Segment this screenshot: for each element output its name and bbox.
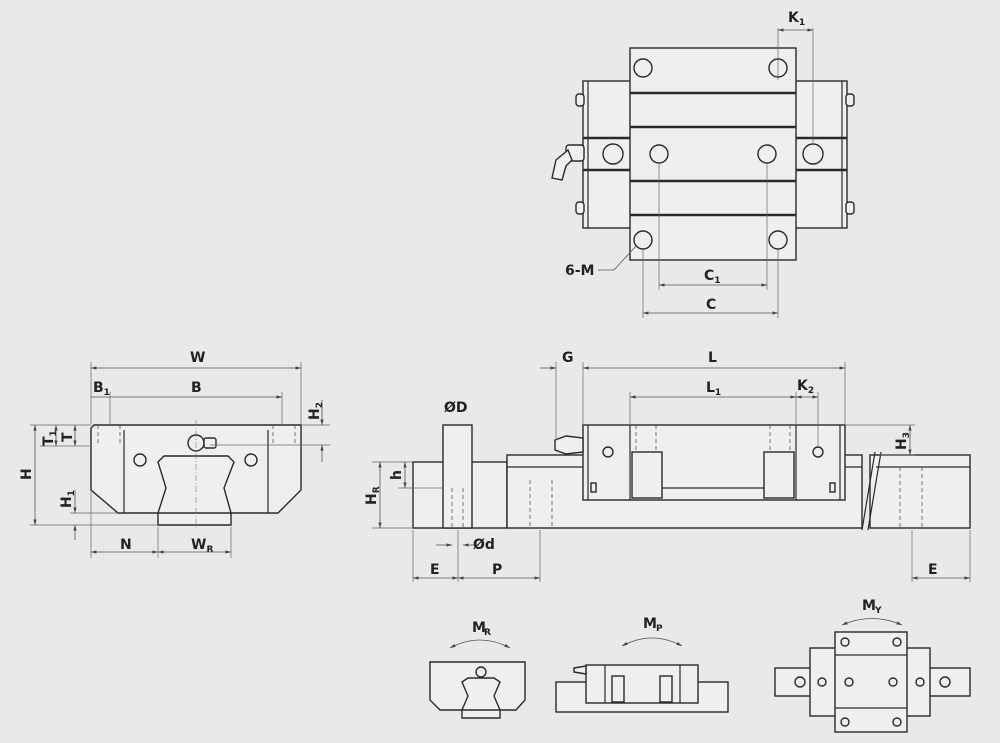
svg-text:M: M <box>472 620 486 636</box>
dim-P: P <box>492 562 502 578</box>
dim-W: W <box>190 350 205 366</box>
svg-text:Y: Y <box>874 606 882 616</box>
dim-T1: T1 <box>41 430 59 446</box>
svg-text:P: P <box>656 624 663 634</box>
dim-K1: K1 <box>788 10 805 28</box>
dim-H3: H3 <box>894 432 912 450</box>
dim-Od: Ød <box>473 537 495 553</box>
moment-roll-diagram: MR <box>429 620 526 719</box>
dim-E: E <box>430 562 440 578</box>
dim-N: N <box>120 537 132 553</box>
dim-H: H <box>19 468 35 480</box>
dim-OD: ØD <box>444 400 468 416</box>
dim-h: h <box>389 470 405 480</box>
svg-text:M: M <box>643 616 657 632</box>
dim-H2: H2 <box>307 402 325 420</box>
dim-K2: K2 <box>797 378 814 396</box>
dim-C: C <box>706 297 716 313</box>
dim-B1: B1 <box>93 380 110 398</box>
dim-B: B <box>191 380 202 396</box>
front-view: W B1 B H2 T1 T H H1 N WR <box>19 350 330 558</box>
dim-WR: WR <box>191 537 213 555</box>
dim-T: T <box>60 432 76 442</box>
dim-C1: C1 <box>704 268 721 286</box>
dim-HR: HR <box>364 486 382 505</box>
label-6-M: 6-M <box>565 263 594 279</box>
dim-L: L <box>708 350 717 366</box>
dim-H1: H1 <box>59 490 77 508</box>
dim-L1: L1 <box>706 380 721 398</box>
svg-text:R: R <box>484 628 491 638</box>
svg-text:M: M <box>862 598 876 614</box>
grease-nipple-icon <box>551 144 585 181</box>
top-view: K1 C1 C 6-M <box>551 10 855 318</box>
dim-E-right: E <box>928 562 938 578</box>
dim-G: G <box>562 350 574 366</box>
grease-nipple-icon <box>554 435 584 455</box>
side-view: G L L1 K2 H3 ØD HR h Ød E P E <box>364 350 971 582</box>
